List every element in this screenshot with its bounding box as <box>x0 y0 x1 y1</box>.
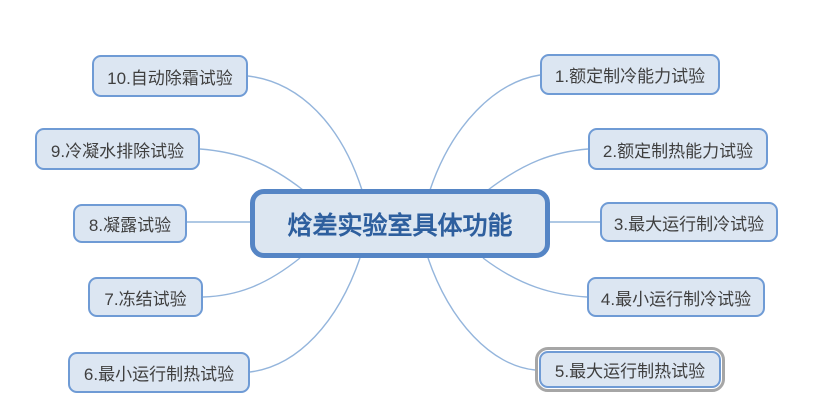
branch-node-4-label: 4.最小运行制冷试验 <box>600 289 752 309</box>
branch-node-7-label: 7.冻结试验 <box>104 289 187 309</box>
connector-node-9 <box>199 148 304 191</box>
central-topic-label: 焓差实验室具体功能 <box>287 211 513 240</box>
branch-node-9-label: 9.冷凝水排除试验 <box>50 141 185 161</box>
branch-node-5-selected[interactable]: 5.最大运行制热试验 <box>535 347 725 392</box>
branch-node-4[interactable]: 4.最小运行制冷试验 <box>587 277 765 317</box>
branch-node-3[interactable]: 3.最大运行制冷试验 <box>600 202 778 242</box>
connector-node-2 <box>487 148 589 191</box>
connector-node-7 <box>202 257 301 298</box>
branch-node-10-label: 10.自动除霜试验 <box>107 68 233 88</box>
branch-node-2[interactable]: 2.额定制热能力试验 <box>588 128 768 170</box>
branch-node-6-label: 6.最小运行制热试验 <box>83 365 235 384</box>
branch-node-5-label: 5.最大运行制热试验 <box>554 362 706 381</box>
branch-node-3-label: 3.最大运行制冷试验 <box>613 214 765 234</box>
branch-node-9[interactable]: 9.冷凝水排除试验 <box>35 128 200 170</box>
branch-node-7[interactable]: 7.冻结试验 <box>88 277 203 317</box>
branch-node-8[interactable]: 8.凝露试验 <box>73 204 187 243</box>
branch-node-6[interactable]: 6.最小运行制热试验 <box>68 352 250 393</box>
connector-node-1 <box>429 74 541 191</box>
connector-node-10 <box>247 75 363 191</box>
branch-node-1[interactable]: 1.额定制冷能力试验 <box>540 54 720 95</box>
branch-node-1-label: 1.额定制冷能力试验 <box>554 67 706 86</box>
connector-node-6 <box>249 257 361 373</box>
branch-node-10[interactable]: 10.自动除霜试验 <box>92 55 248 97</box>
connector-node-4 <box>482 257 588 298</box>
branch-node-8-label: 8.凝露试验 <box>88 216 172 235</box>
central-topic-node[interactable]: 焓差实验室具体功能 <box>250 189 550 258</box>
connector-node-5 <box>427 257 536 371</box>
branch-node-2-label: 2.额定制热能力试验 <box>602 141 754 161</box>
